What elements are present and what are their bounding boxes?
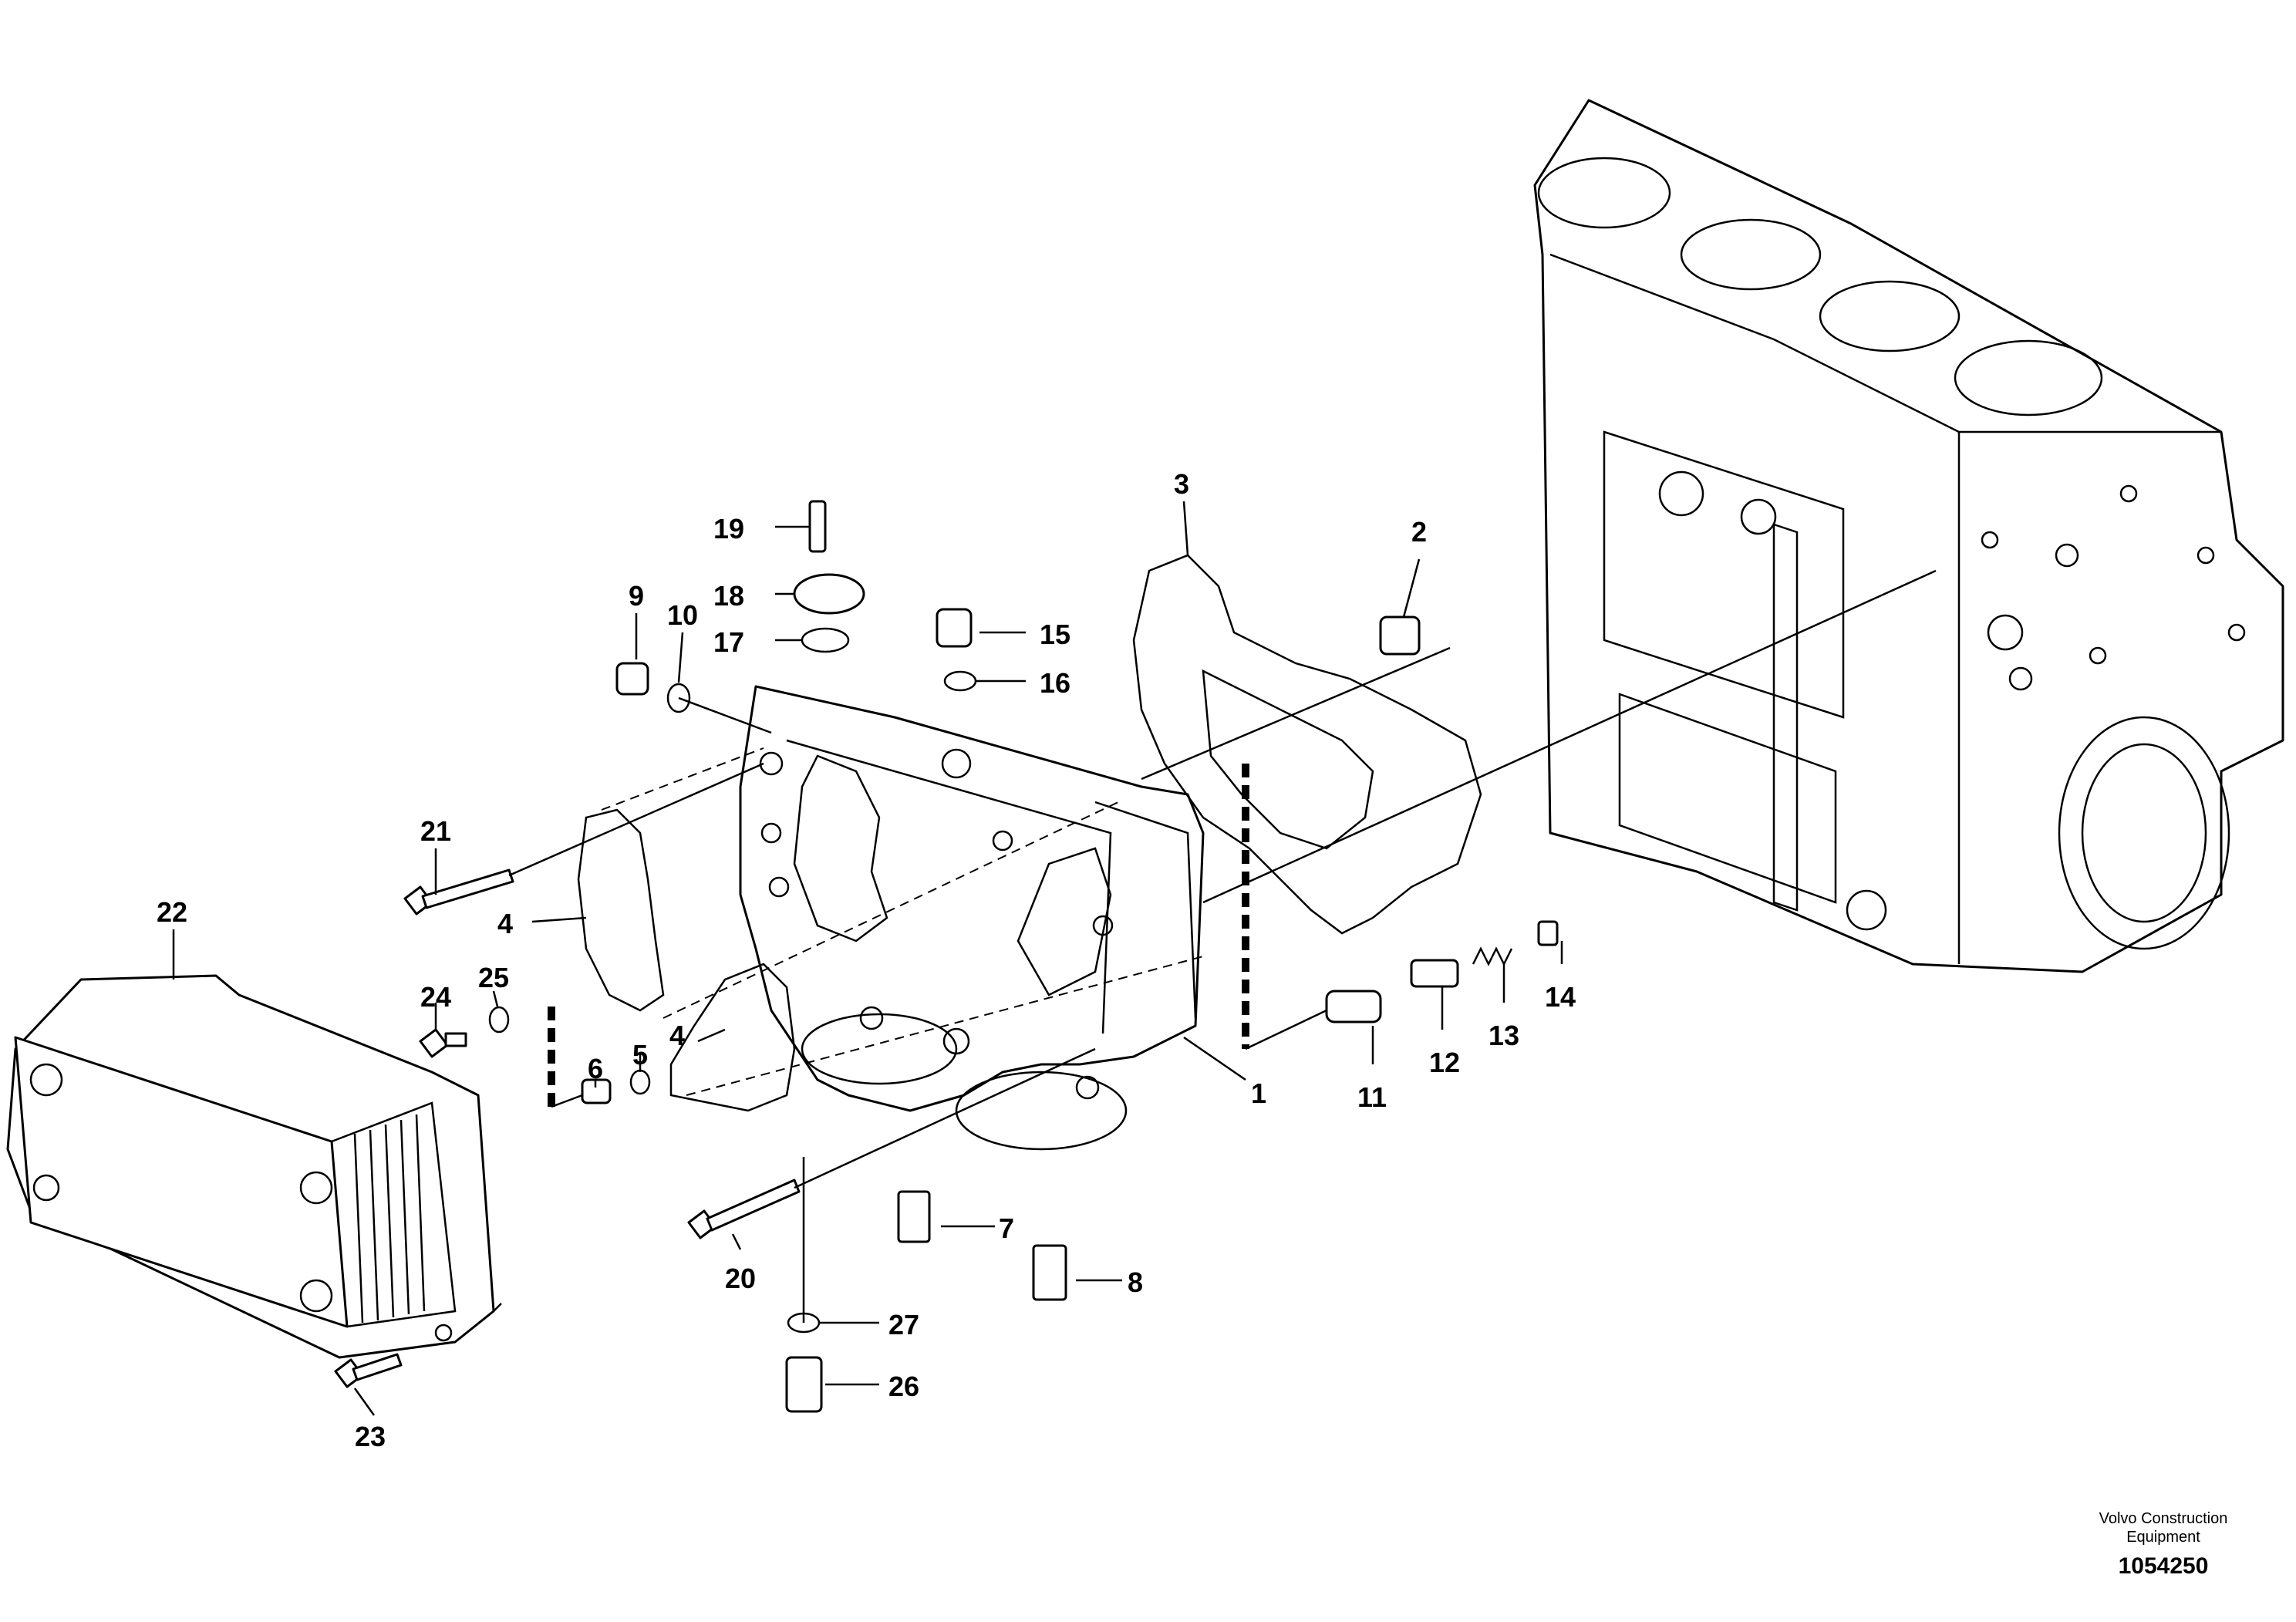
spring-13	[1472, 946, 1513, 966]
engine-block	[1533, 99, 2284, 973]
callout-27: 27	[888, 1309, 919, 1340]
callout-4a: 4	[497, 908, 513, 939]
callout-7: 7	[999, 1212, 1014, 1244]
callout-24: 24	[420, 981, 451, 1013]
plug-14	[1537, 920, 1559, 946]
washer-10	[666, 683, 691, 713]
callout-14: 14	[1545, 981, 1576, 1013]
piston-12	[1410, 959, 1459, 988]
fitting-7	[897, 1190, 931, 1243]
callout-6: 6	[588, 1053, 603, 1084]
gasket-4-upper	[577, 808, 665, 1012]
callout-10: 10	[667, 599, 698, 631]
plug-9	[615, 662, 649, 696]
assembly-lines	[508, 569, 1937, 1323]
callout-15: 15	[1040, 619, 1070, 650]
callout-16: 16	[1040, 667, 1070, 699]
callout-22: 22	[157, 896, 187, 928]
callout-25: 25	[478, 962, 509, 993]
valve-11	[1325, 990, 1382, 1023]
callout-20: 20	[725, 1263, 756, 1294]
callout-3: 3	[1174, 468, 1189, 500]
callout-12: 12	[1429, 1047, 1460, 1078]
filter-housing	[739, 685, 1205, 1151]
bolt-21	[403, 868, 514, 916]
callout-19: 19	[713, 513, 744, 545]
plug-15	[936, 608, 973, 648]
callout-23: 23	[355, 1421, 386, 1452]
credit-line-1: Volvo Construction	[2099, 1510, 2228, 1527]
plug-26	[785, 1356, 823, 1413]
callout-8: 8	[1128, 1266, 1143, 1298]
callout-26: 26	[888, 1371, 919, 1402]
callout-2: 2	[1411, 516, 1427, 548]
fitting-8	[1032, 1244, 1067, 1301]
callout-leaders	[172, 501, 1563, 1416]
credit-line-2: Equipment	[2126, 1529, 2200, 1546]
bolt-23	[334, 1353, 403, 1388]
gasket-3	[1132, 554, 1482, 935]
callout-numbers: 1 2 3 4 4 5 6 7 8 9 10 11 12 13 14 15 16…	[157, 468, 1576, 1452]
oil-cooler	[6, 974, 502, 1359]
plug-2	[1379, 615, 1421, 656]
callout-11: 11	[1357, 1081, 1387, 1113]
footer: Volvo Construction Equipment 1054250	[2099, 1510, 2228, 1579]
washer-16	[943, 670, 977, 692]
washer-5	[629, 1069, 651, 1095]
callout-4b: 4	[669, 1020, 685, 1051]
callout-1: 1	[1251, 1077, 1266, 1109]
callout-17: 17	[713, 626, 744, 658]
callout-21: 21	[420, 815, 451, 847]
o-ring-17	[801, 627, 850, 653]
callout-13: 13	[1489, 1020, 1519, 1051]
callout-9: 9	[629, 580, 644, 612]
drawing-number: 1054250	[2119, 1553, 2209, 1579]
cover-18	[793, 573, 865, 615]
gasket-4-lower	[669, 963, 796, 1112]
bolt-20	[687, 1179, 801, 1239]
screw-24	[419, 1028, 467, 1058]
callout-5: 5	[632, 1039, 648, 1071]
screw-19	[808, 500, 827, 553]
callout-18: 18	[713, 580, 744, 612]
ring-25	[488, 1006, 510, 1034]
